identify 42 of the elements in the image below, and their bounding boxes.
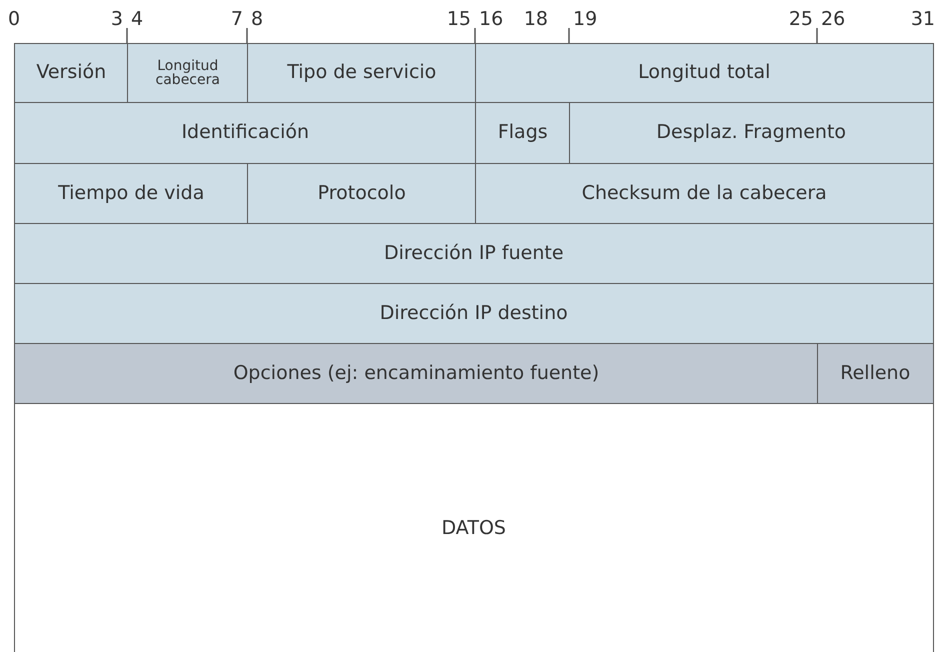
- header-field: [247, 43, 476, 104]
- field-label: DATOS: [442, 519, 506, 540]
- bit-number: 18: [524, 8, 548, 30]
- data-area: [14, 403, 934, 652]
- header-field: [817, 343, 934, 404]
- bit-number: 19: [573, 8, 598, 30]
- header-field: [569, 102, 934, 164]
- field-label: Relleno: [840, 364, 910, 384]
- field-label: Dirección IP destino: [380, 304, 568, 324]
- field-label: Flags: [498, 123, 548, 144]
- header-field: [14, 102, 476, 164]
- field-label: Tiempo de vida: [58, 184, 204, 204]
- bit-number: 0: [8, 8, 20, 30]
- bit-number: 15: [446, 8, 471, 30]
- field-label: Tipo de servicio: [287, 63, 436, 84]
- bit-number: 16: [479, 8, 504, 30]
- header-field: [14, 163, 248, 224]
- field-label: Opciones (ej: encaminamiento fuente): [233, 364, 600, 384]
- bit-number: 26: [821, 8, 846, 30]
- header-field: [14, 283, 934, 344]
- bit-number: 4: [131, 8, 144, 30]
- field-label: Checksum de la cabecera: [582, 184, 827, 204]
- field-label: Longitud total: [638, 63, 770, 84]
- bit-number: 8: [251, 8, 264, 30]
- field-label: Dirección IP fuente: [384, 244, 564, 264]
- header-field: [127, 43, 248, 104]
- field-label: Desplaz. Fragmento: [656, 123, 846, 144]
- bit-number: 3: [110, 8, 123, 30]
- field-label: Versión: [36, 63, 106, 84]
- header-field: [475, 43, 934, 104]
- field-label: Protocolo: [318, 184, 406, 204]
- bit-number: 25: [788, 8, 813, 30]
- header-field: [247, 163, 476, 224]
- bit-number: 31: [910, 8, 935, 30]
- header-field: [14, 43, 128, 104]
- field-label: Identificación: [181, 123, 310, 144]
- header-field: [475, 163, 934, 224]
- header-field: [14, 223, 934, 284]
- field-label: Longitud cabecera: [154, 58, 221, 88]
- header-field: [14, 343, 818, 404]
- header-field: [475, 102, 570, 164]
- bit-number: 7: [230, 8, 243, 30]
